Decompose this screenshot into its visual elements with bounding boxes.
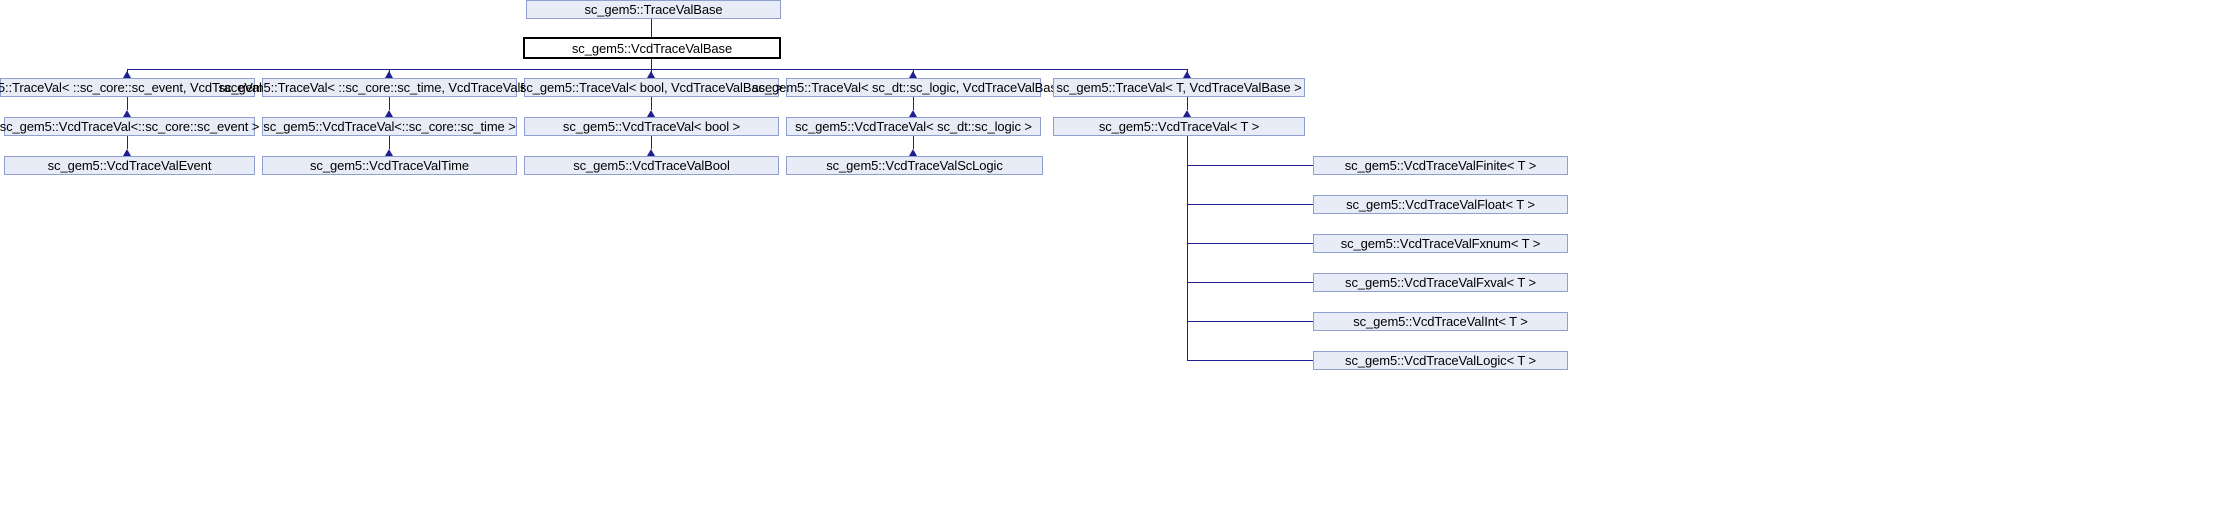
edge-trace-bool-to-vcd-bool	[651, 97, 652, 110]
class-node-trace-val-sc-time[interactable]: sc_gem5::TraceVal< ::sc_core::sc_time, V…	[218, 78, 561, 97]
class-node-trace-val-bool[interactable]: sc_gem5::TraceVal< bool, VcdTraceValBase…	[519, 78, 784, 97]
arrowhead-trace-bool	[647, 71, 655, 78]
class-node-vcd-trace-val-sc-event[interactable]: sc_gem5::VcdTraceVal<::sc_core::sc_event…	[0, 117, 260, 136]
edge-trunk-to-spec-fxnum	[1187, 243, 1313, 244]
arrowhead-trace-t	[1183, 71, 1191, 78]
bus-row3	[127, 69, 1187, 70]
edge-trunk-to-spec-fxval	[1187, 282, 1313, 283]
edge-vcd-time-to-leaf	[389, 136, 390, 149]
arrowhead-leaf-time	[385, 149, 393, 156]
arrowhead-trace-time	[385, 71, 393, 78]
class-node-trace-val-base[interactable]: sc_gem5::TraceValBase	[526, 0, 781, 19]
class-node-vcd-trace-val-fxval[interactable]: sc_gem5::VcdTraceValFxval< T >	[1313, 273, 1568, 292]
class-node-vcd-trace-val-fxnum[interactable]: sc_gem5::VcdTraceValFxnum< T >	[1313, 234, 1568, 253]
edge-trunk-to-spec-logic	[1187, 360, 1313, 361]
edge-trace-event-to-vcd-event	[127, 97, 128, 110]
edge-vcd-bool-to-leaf	[651, 136, 652, 149]
arrowhead-vcd-t	[1183, 110, 1191, 117]
class-node-vcd-trace-val-logic[interactable]: sc_gem5::VcdTraceValLogic< T >	[1313, 351, 1568, 370]
arrowhead-vcd-time	[385, 110, 393, 117]
arrowhead-leaf-event	[123, 149, 131, 156]
edge-vcd-sclogic-to-leaf	[913, 136, 914, 149]
class-node-vcd-trace-val-base[interactable]: sc_gem5::VcdTraceValBase	[523, 37, 781, 59]
class-node-vcd-trace-val-sc-time[interactable]: sc_gem5::VcdTraceVal<::sc_core::sc_time …	[262, 117, 517, 136]
class-node-vcd-trace-val-sc-logic-leaf[interactable]: sc_gem5::VcdTraceValScLogic	[786, 156, 1043, 175]
trunk-vcd-t-specializations	[1187, 136, 1188, 360]
arrowhead-trace-sclogic	[909, 71, 917, 78]
edge-trace-time-to-vcd-time	[389, 97, 390, 110]
edge-base-down	[651, 59, 652, 69]
arrowhead-vcd-bool	[647, 110, 655, 117]
class-node-trace-val-sc-logic[interactable]: sc_gem5::TraceVal< sc_dt::sc_logic, VcdT…	[752, 78, 1075, 97]
arrowhead-vcd-sclogic	[909, 110, 917, 117]
class-node-vcd-trace-val-bool[interactable]: sc_gem5::VcdTraceVal< bool >	[524, 117, 779, 136]
class-node-vcd-trace-val-time[interactable]: sc_gem5::VcdTraceValTime	[262, 156, 517, 175]
class-node-vcd-trace-val-sc-logic[interactable]: sc_gem5::VcdTraceVal< sc_dt::sc_logic >	[786, 117, 1041, 136]
arrowhead-vcd-event	[123, 110, 131, 117]
arrowhead-trace-event	[123, 71, 131, 78]
class-node-vcd-trace-val-float[interactable]: sc_gem5::VcdTraceValFloat< T >	[1313, 195, 1568, 214]
edge-trace-t-to-vcd-t	[1187, 97, 1188, 110]
class-node-vcd-trace-val-finite[interactable]: sc_gem5::VcdTraceValFinite< T >	[1313, 156, 1568, 175]
edge-trunk-to-spec-int	[1187, 321, 1313, 322]
edge-trace-sclogic-to-vcd-sclogic	[913, 97, 914, 110]
class-node-trace-val-t[interactable]: sc_gem5::TraceVal< T, VcdTraceValBase >	[1053, 78, 1305, 97]
arrowhead-leaf-bool	[647, 149, 655, 156]
class-node-vcd-trace-val-t[interactable]: sc_gem5::VcdTraceVal< T >	[1053, 117, 1305, 136]
class-node-vcd-trace-val-bool-leaf[interactable]: sc_gem5::VcdTraceValBool	[524, 156, 779, 175]
edge-vcd-event-to-leaf	[127, 136, 128, 149]
arrowhead-leaf-sclogic	[909, 149, 917, 156]
class-node-vcd-trace-val-int[interactable]: sc_gem5::VcdTraceValInt< T >	[1313, 312, 1568, 331]
edge-trunk-to-spec-finite	[1187, 165, 1313, 166]
class-node-vcd-trace-val-event[interactable]: sc_gem5::VcdTraceValEvent	[4, 156, 255, 175]
edge-trunk-to-spec-float	[1187, 204, 1313, 205]
edge-root-to-base	[651, 19, 652, 45]
class-node-trace-val-sc-event[interactable]: sc_gem5::TraceVal< ::sc_core::sc_event, …	[0, 78, 302, 97]
